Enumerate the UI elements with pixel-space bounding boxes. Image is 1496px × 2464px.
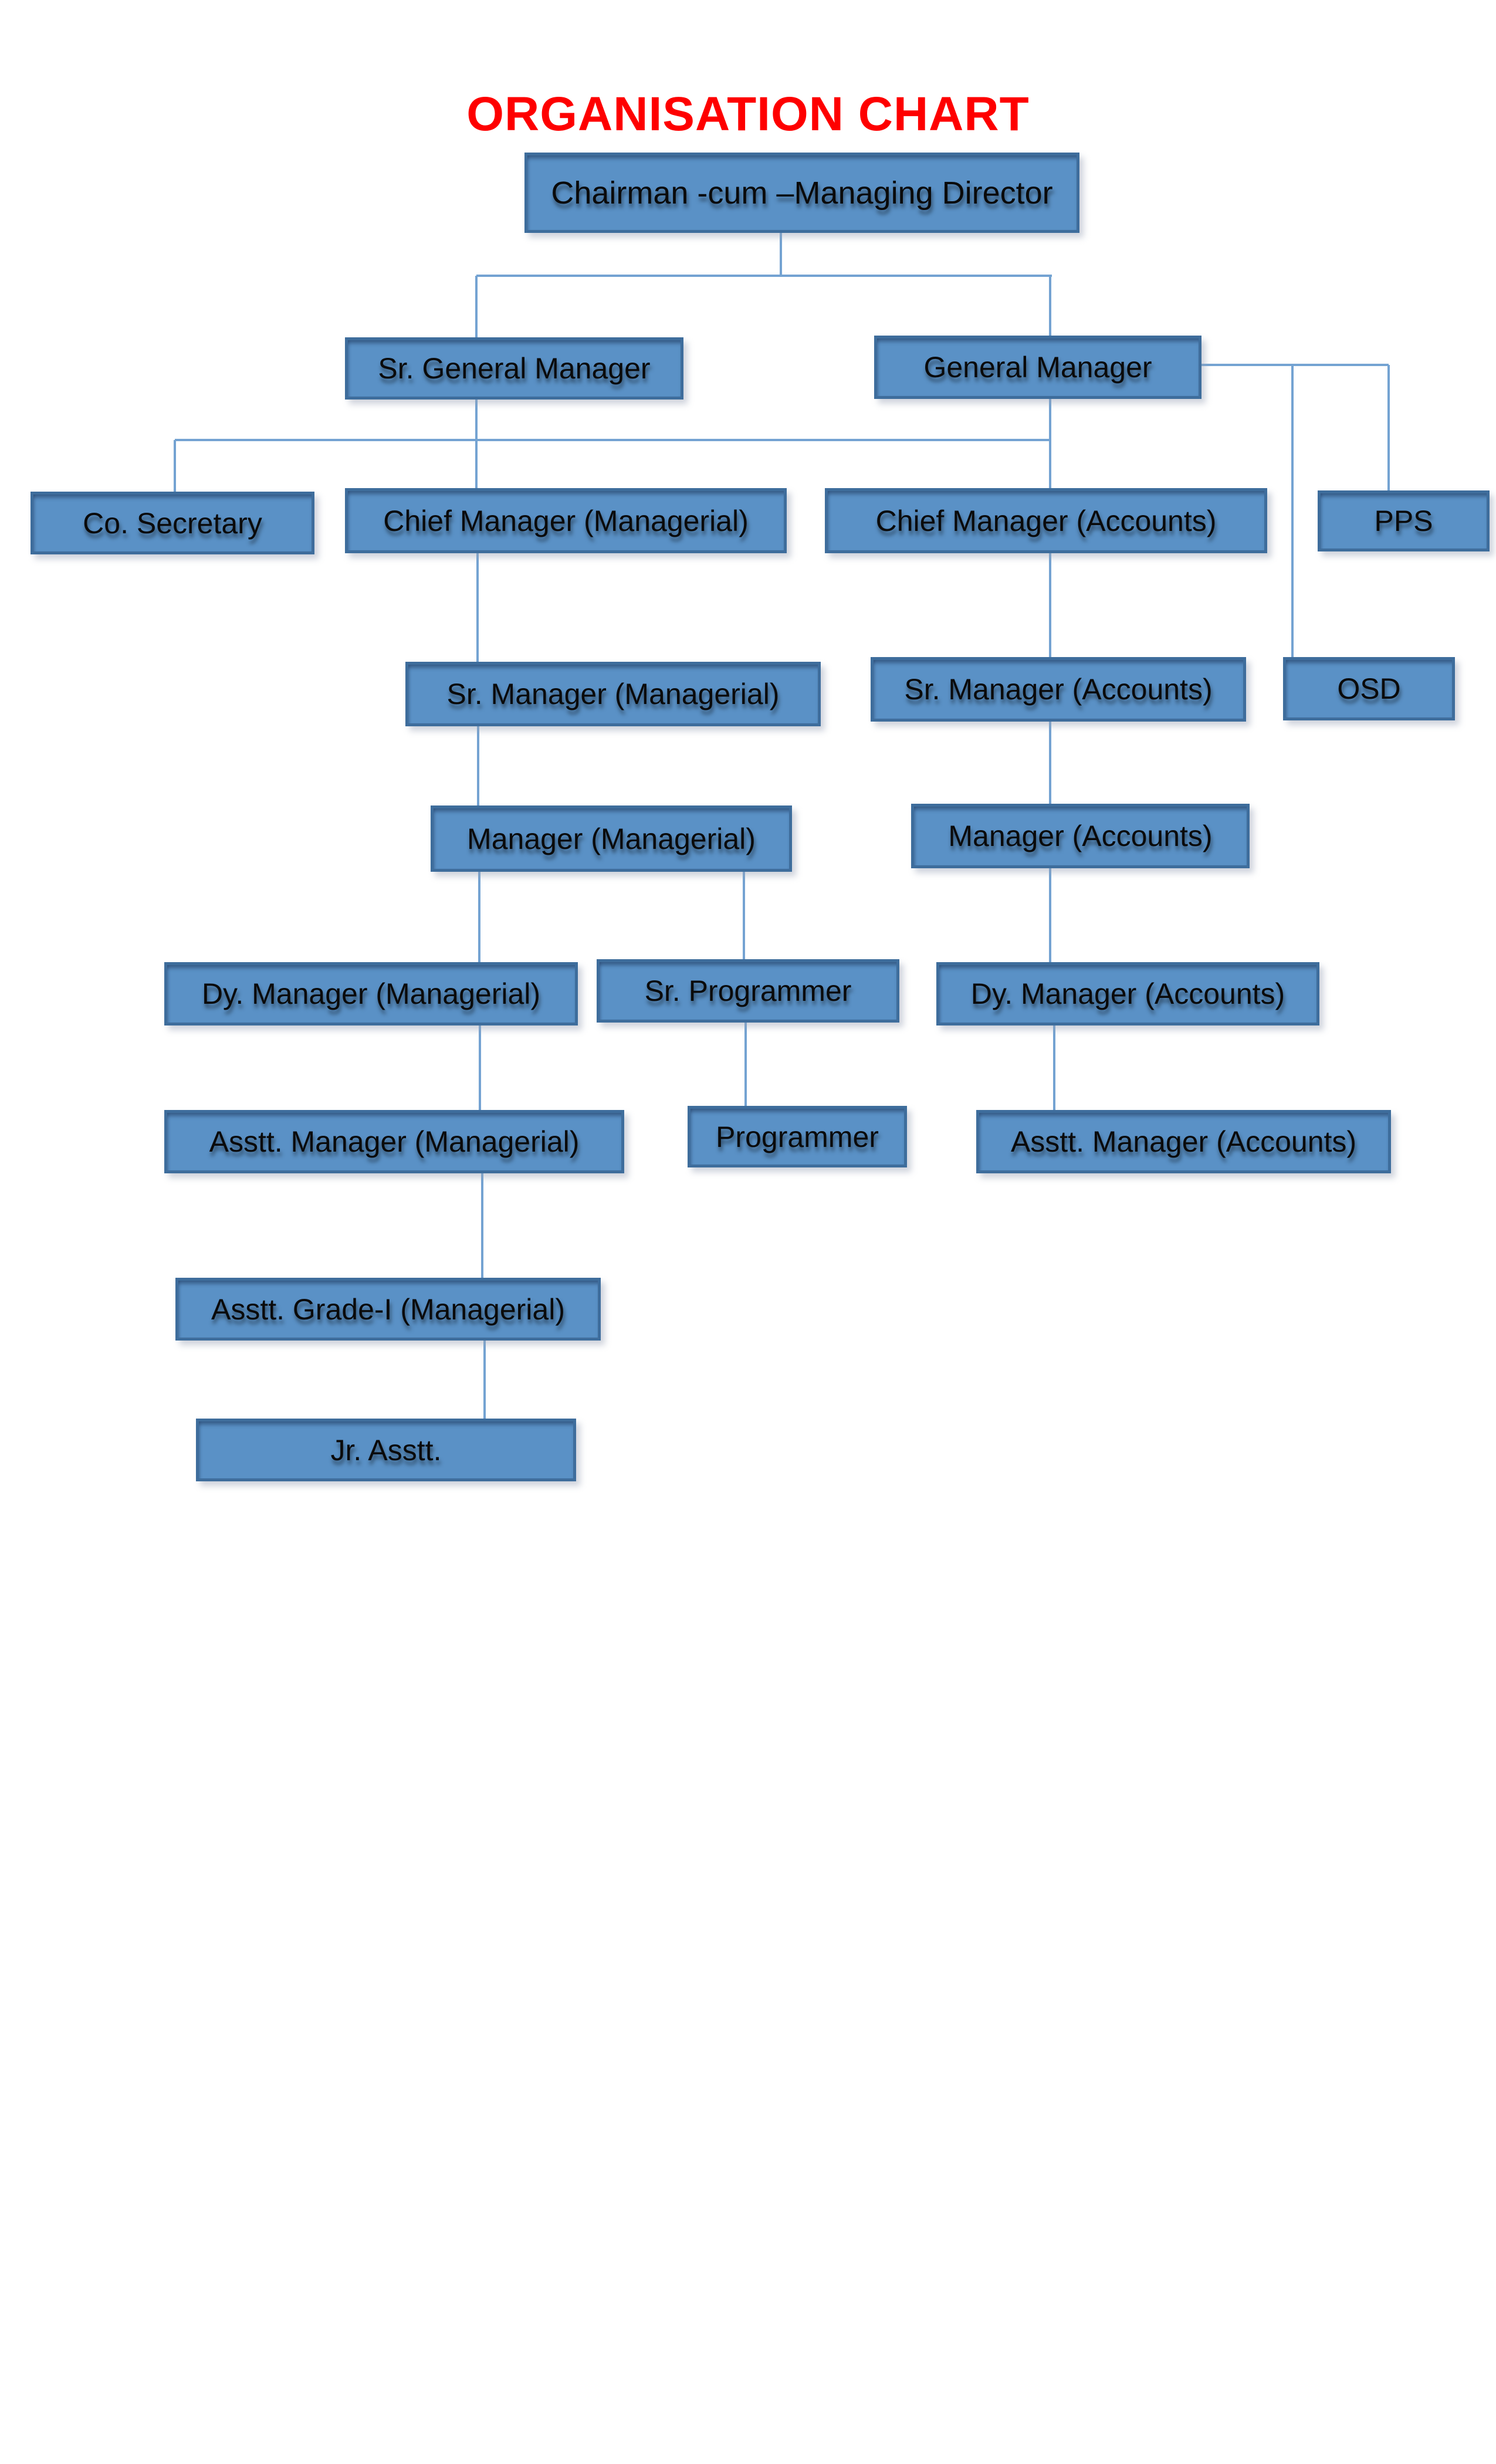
org-node-jr-asstt: Jr. Asstt. bbox=[196, 1419, 576, 1481]
org-node-chairman: Chairman -cum –Managing Director bbox=[524, 153, 1079, 233]
org-node-co-secretary: Co. Secretary bbox=[31, 492, 314, 554]
org-node-dy-manager-accounts: Dy. Manager (Accounts) bbox=[936, 962, 1319, 1025]
org-node-programmer: Programmer bbox=[688, 1106, 907, 1167]
org-node-sr-manager-managerial: Sr. Manager (Managerial) bbox=[405, 662, 821, 726]
org-node-pps: PPS bbox=[1318, 490, 1490, 551]
org-node-sr-manager-accounts: Sr. Manager (Accounts) bbox=[871, 657, 1246, 722]
org-node-general-manager: General Manager bbox=[874, 336, 1201, 399]
org-node-osd: OSD bbox=[1283, 657, 1455, 720]
org-node-manager-accounts: Manager (Accounts) bbox=[911, 804, 1250, 868]
org-node-sr-programmer: Sr. Programmer bbox=[597, 959, 899, 1023]
org-node-asstt-manager-accounts: Asstt. Manager (Accounts) bbox=[976, 1110, 1391, 1173]
org-node-asstt-grade1-managerial: Asstt. Grade-I (Managerial) bbox=[175, 1278, 601, 1341]
org-node-dy-manager-managerial: Dy. Manager (Managerial) bbox=[164, 962, 578, 1025]
org-node-chief-manager-accounts: Chief Manager (Accounts) bbox=[825, 488, 1267, 553]
org-node-chief-manager-managerial: Chief Manager (Managerial) bbox=[345, 488, 787, 553]
org-node-asstt-manager-managerial: Asstt. Manager (Managerial) bbox=[164, 1110, 624, 1173]
page-title: ORGANISATION CHART bbox=[466, 87, 1030, 141]
org-node-sr-general-manager: Sr. General Manager bbox=[345, 337, 683, 400]
org-node-manager-managerial: Manager (Managerial) bbox=[431, 805, 792, 872]
